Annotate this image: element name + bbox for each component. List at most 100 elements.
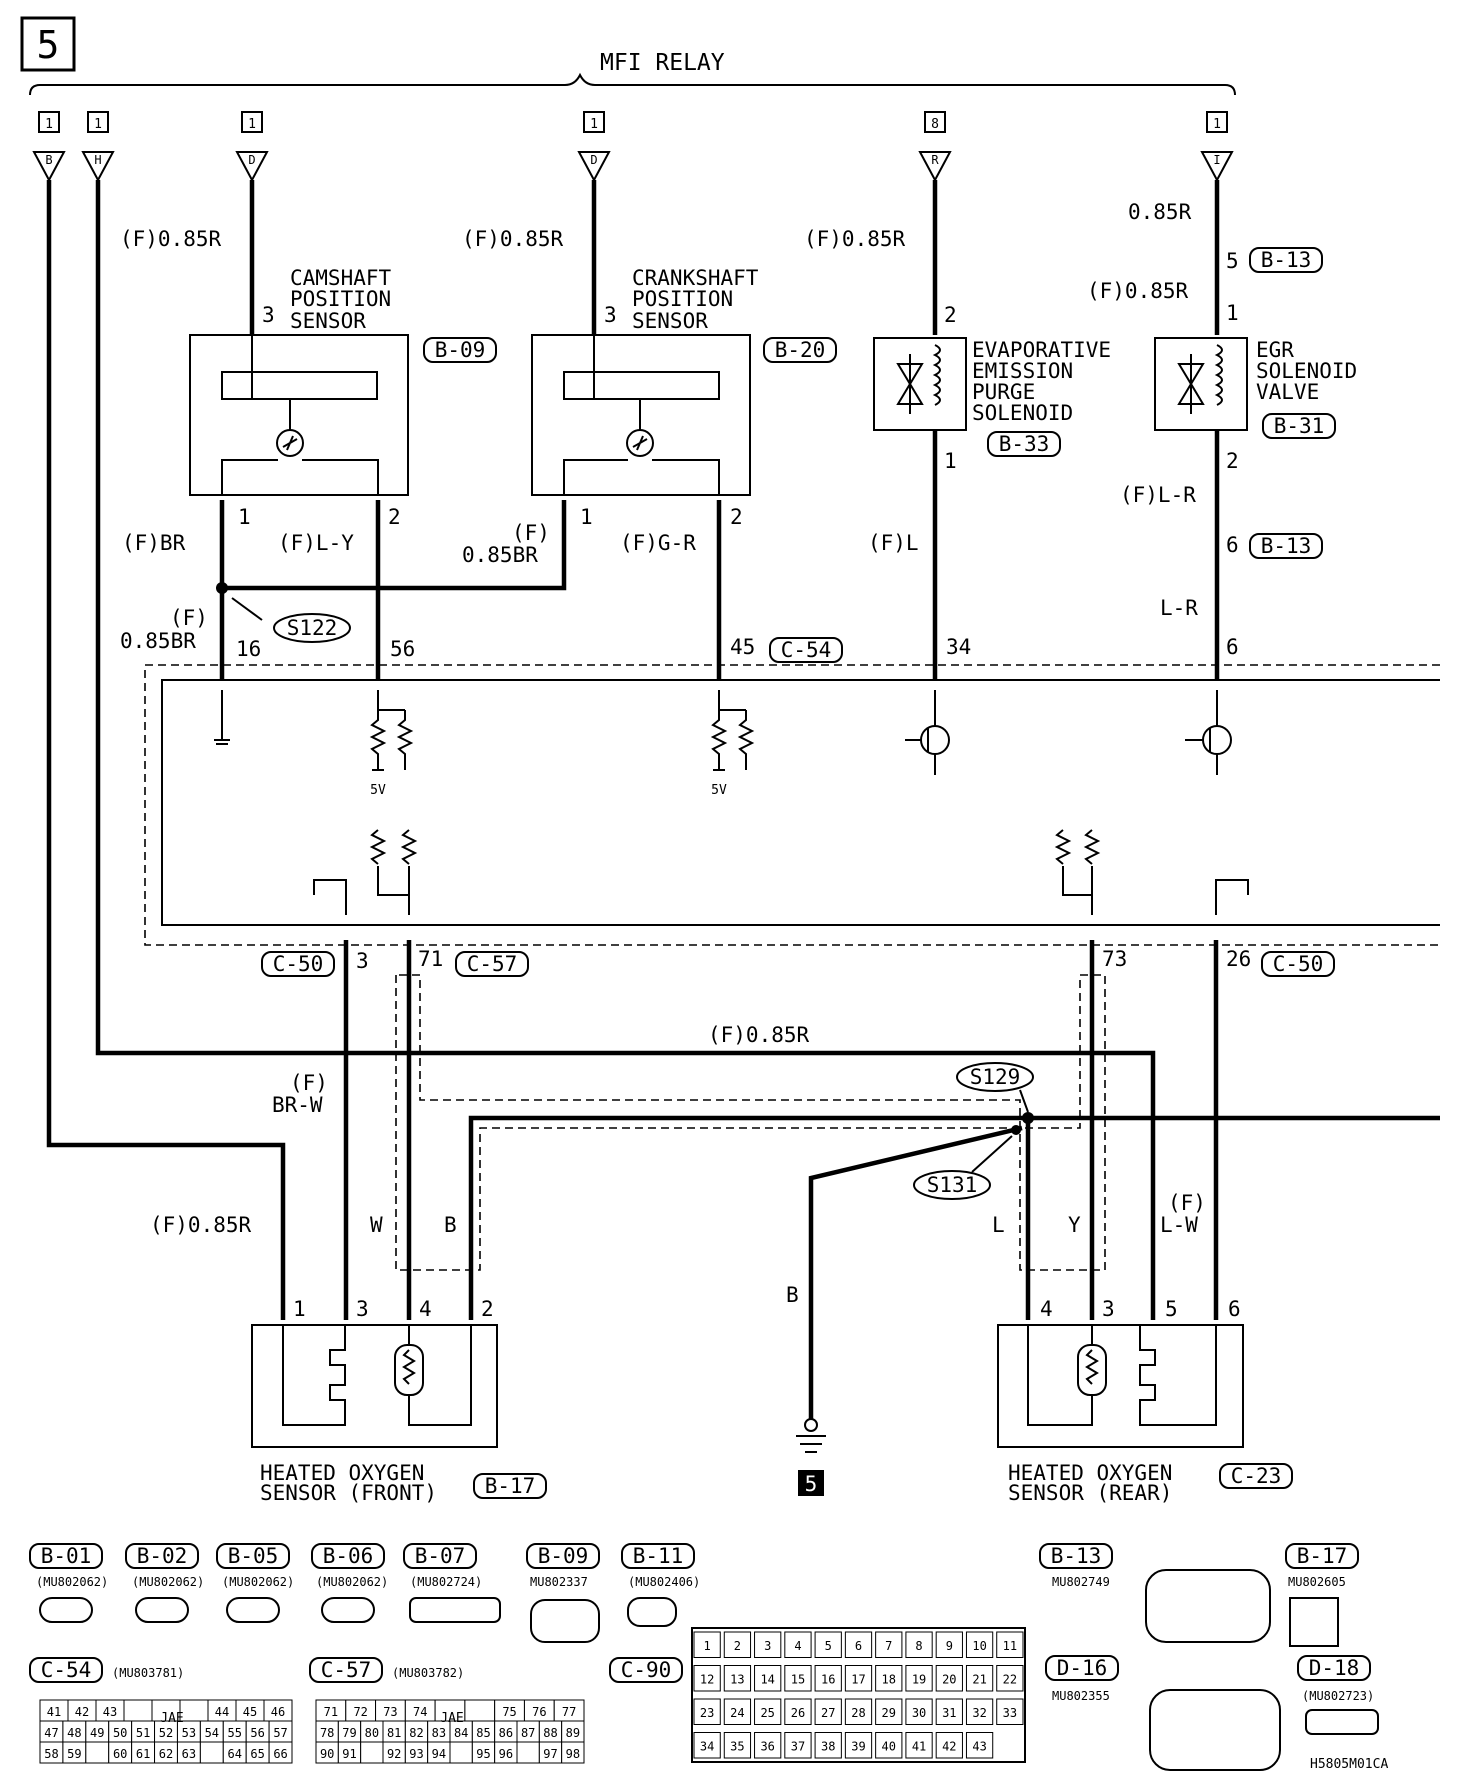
relay-bracket (29, 72, 1236, 96)
c54-label: C-54 (781, 638, 832, 662)
pin-cell-label: 47 (44, 1726, 58, 1740)
c90-cell-label: 5 (825, 1639, 832, 1653)
pin-cell-label: 62 (159, 1747, 173, 1761)
s129-label: S129 (970, 1065, 1021, 1089)
hos-rear-pin3: 3 (1102, 1297, 1115, 1321)
c90-cell (723, 1665, 752, 1692)
crank-pin2: 2 (730, 505, 743, 529)
ground-marker (798, 1470, 824, 1496)
hos-front (251, 1324, 498, 1448)
crankshaft-sensor (531, 334, 751, 496)
c90-cell-label: 33 (1003, 1706, 1017, 1720)
hos-front-connector: B-17 (485, 1474, 536, 1498)
svg-text:B: B (45, 153, 52, 167)
c90-cell (814, 1732, 842, 1759)
pin-cell-label: 44 (215, 1705, 229, 1719)
legend-b11-part: (MU802406) (628, 1575, 700, 1589)
ecu-pin-6: 6 (1226, 635, 1239, 659)
c90-cell-label: 43 (972, 1739, 986, 1753)
pin-cell-label: 79 (342, 1726, 356, 1740)
pin-cell-label: 42 (75, 1705, 89, 1719)
ecu-5v-2: 5V (711, 783, 727, 798)
evap-connector: B-33 (999, 432, 1050, 456)
c90-cell-label: 6 (855, 1639, 862, 1653)
c90-cell-label: 8 (915, 1639, 922, 1653)
hos-rear-label-1: HEATED OXYGEN (1008, 1461, 1172, 1485)
camshaft-label-2: POSITION (290, 287, 391, 311)
c90-cell-label: 17 (851, 1672, 865, 1686)
pin-cell-label: 73 (383, 1705, 397, 1719)
c90-cell-label: 35 (730, 1739, 744, 1753)
wire-label-s122-085br: 0.85BR (120, 629, 196, 653)
pin-cell-label: 86 (499, 1726, 513, 1740)
legend-c54: C-54 (41, 1658, 92, 1682)
legend-c54-part: (MU803781) (112, 1666, 184, 1680)
wires (46, 180, 1440, 1420)
c90-cell (996, 1631, 1024, 1658)
c90-cell (754, 1732, 782, 1759)
c90-cell (784, 1698, 812, 1725)
pin-cell-label: 50 (113, 1726, 127, 1740)
c90-cell-label: 31 (942, 1706, 956, 1720)
c90-cell-label: 19 (912, 1672, 926, 1686)
pin-cell-label: 53 (182, 1726, 196, 1740)
c90-cell-label: 10 (972, 1639, 986, 1653)
ecu-pin-3: 3 (356, 949, 369, 973)
c90-cell (844, 1631, 873, 1658)
pin-cell-label: 66 (273, 1747, 287, 1761)
c90-cell (723, 1732, 752, 1759)
egr-connector: B-31 (1274, 414, 1325, 438)
pin-cell-label: 90 (320, 1747, 334, 1761)
pin-cell-label: 93 (409, 1747, 423, 1761)
pin-cell (516, 1741, 540, 1764)
evap-pin1: 1 (944, 449, 957, 473)
c90-cell-label: 38 (821, 1739, 835, 1753)
pin-cell-label: 58 (44, 1747, 58, 1761)
c90-cell (875, 1631, 903, 1658)
wire-label-l: L (992, 1213, 1005, 1237)
legend-b01-part: (MU802062) (36, 1575, 108, 1589)
c90-cell-label: 18 (882, 1672, 896, 1686)
ecu-outline (144, 664, 1440, 946)
c90-cell-label: 15 (791, 1672, 805, 1686)
pin-cell-label: 82 (409, 1726, 423, 1740)
c90-cell (935, 1631, 963, 1658)
c90-cell (754, 1631, 782, 1658)
svg-text:D: D (248, 153, 255, 167)
ecu-inner (161, 679, 1440, 926)
legend-c57: C-57 (321, 1658, 372, 1682)
c90-cell (996, 1698, 1024, 1725)
svg-text:R: R (931, 153, 939, 167)
c90-cell-label: 11 (1003, 1639, 1017, 1653)
hos-rear-pin5: 5 (1165, 1297, 1178, 1321)
c90-cell-label: 23 (700, 1706, 714, 1720)
pin-cell-label: 92 (387, 1747, 401, 1761)
c90-cell-label: 12 (700, 1672, 714, 1686)
b13-label-2: B-13 (1261, 534, 1312, 558)
wire-label-w: W (370, 1213, 383, 1237)
pin-cell (85, 1741, 110, 1764)
hos-rear-connector: C-23 (1231, 1464, 1282, 1488)
ecu-pin-26: 26 (1226, 947, 1251, 971)
c50-label-2: C-50 (1273, 952, 1324, 976)
pin-cell-label: 56 (250, 1726, 264, 1740)
pin-cell-label: 98 (566, 1747, 580, 1761)
wire-label-fly: (F)L-Y (278, 531, 354, 555)
c90-cell-label: 41 (912, 1739, 926, 1753)
legend-b07-part: (MU802724) (410, 1575, 482, 1589)
relay-pin-d1: 1 D (235, 111, 269, 183)
b13-box-1 (1249, 247, 1323, 273)
c57-box (455, 951, 529, 977)
evap-label-3: PURGE (972, 380, 1035, 404)
hos-front-pin1: 1 (293, 1297, 306, 1321)
wire-label-cam-supply: (F)0.85R (120, 227, 222, 251)
wire-label-b: B (444, 1213, 457, 1237)
legend-d16-part: MU802355 (1052, 1689, 1110, 1703)
c90-cell (693, 1698, 721, 1725)
egr-pin1: 1 (1226, 301, 1239, 325)
wire-label-fbr: (F)BR (122, 531, 186, 555)
relay-pin-d2: 1 D (577, 111, 611, 183)
s122-dot (216, 582, 228, 594)
c90-cell-label: 28 (851, 1706, 865, 1720)
